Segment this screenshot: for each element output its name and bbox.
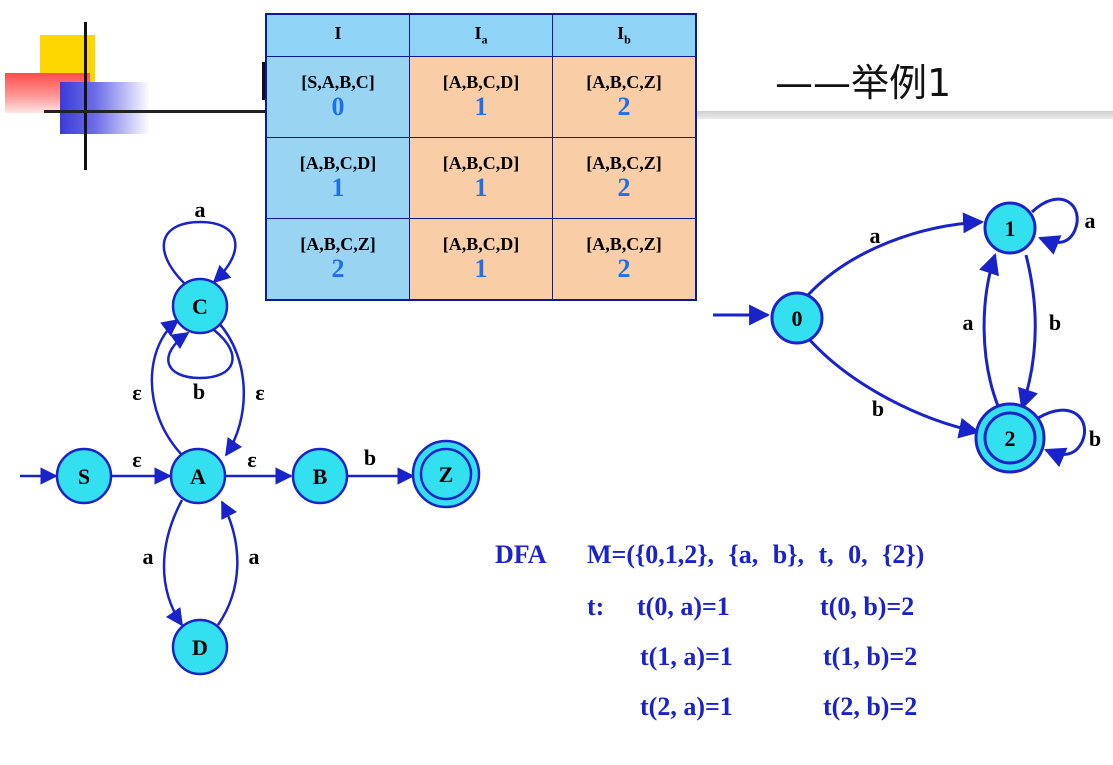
title-left-bar (262, 62, 265, 100)
dfa-label-0-1: a (870, 223, 881, 248)
dfa-node-2-label: 2 (1005, 426, 1016, 451)
table-cell: [A,B,C,D]1 (409, 218, 553, 301)
nfa-node-z-label: Z (439, 462, 454, 487)
header-ib: Ib (552, 13, 697, 57)
transition-1-a: t(1, a)=1 (640, 642, 733, 671)
table-cell: [S,A,B,C]0 (265, 56, 410, 138)
nfa-node-c-label: C (192, 294, 208, 319)
dfa-edge-1-2 (1018, 254, 1038, 410)
nfa-diagram (20, 220, 415, 627)
dfa-node-0-label: 0 (792, 306, 803, 331)
transition-2-a: t(2, a)=1 (640, 692, 733, 721)
nfa-loop-c-top (162, 220, 237, 286)
nfa-node-d-label: D (192, 635, 208, 660)
dfa-label-loop-1: a (1085, 208, 1096, 233)
dfa-node-0-circle (770, 291, 824, 345)
dfa-node-1-circle (983, 201, 1037, 255)
nfa-loop-c-bottom (167, 329, 234, 380)
nfa-node-labels: S A B C D Z (78, 294, 453, 660)
title-underline (697, 111, 1113, 119)
table-cell: [A,B,C,D]1 (409, 137, 553, 219)
transition-1-b: t(1, b)=2 (823, 642, 918, 671)
nfa-node-d-circle (171, 618, 229, 676)
nfa-node-b-label: B (313, 464, 328, 489)
dfa-edge-labels: a b b a a b (870, 208, 1102, 451)
header-i: I (265, 13, 410, 57)
nfa-node-b-circle (291, 447, 349, 505)
nfa-node-s-label: S (78, 464, 90, 489)
nfa-label-a-d: a (143, 544, 154, 569)
dfa-node-1-label: 1 (1005, 216, 1016, 241)
nfa-edge-c-a (217, 321, 246, 457)
nfa-nodes (55, 277, 481, 676)
nfa-edge-a-c (150, 318, 183, 456)
dfa-node-2-inner (983, 411, 1037, 465)
nfa-label-c-loop-bottom: b (193, 379, 205, 404)
table-cell: [A,B,C,D]1 (409, 56, 553, 138)
table-cell: [A,B,C,Z]2 (552, 137, 697, 219)
ornament-blue-gradient (60, 82, 150, 134)
nfa-label-a-c: ε (132, 380, 141, 405)
slide-title: ——举例1 (775, 61, 952, 105)
nfa-label-c-loop-top: a (195, 197, 206, 222)
nfa-node-z-inner (419, 447, 473, 501)
nfa-label-b-z: b (364, 445, 376, 470)
table-row: [S,A,B,C]0 [A,B,C,D]1 [A,B,C,Z]2 (265, 56, 697, 138)
table-cell: [A,B,C,D]1 (265, 137, 410, 219)
transition-0-a: t(0, a)=1 (637, 592, 730, 621)
ornament-horizontal-line (44, 110, 266, 113)
dfa-label-2-1: a (963, 310, 974, 335)
nfa-node-a-circle (169, 447, 227, 505)
table-row: [A,B,C,Z]2 [A,B,C,D]1 [A,B,C,Z]2 (265, 218, 697, 301)
dfa-diagram (713, 197, 1087, 468)
table-cell: [A,B,C,Z]2 (552, 218, 697, 301)
table-cell: [A,B,C,Z]2 (265, 218, 410, 301)
nfa-label-c-a: ε (255, 380, 264, 405)
nfa-edge-d-a (216, 500, 239, 626)
dfa-label-loop-2: b (1089, 426, 1101, 451)
dfa-label-0-2: b (872, 396, 884, 421)
dfa-edge-0-2 (806, 336, 981, 439)
nfa-label-s-a: ε (132, 447, 141, 472)
nfa-edge-labels: ε ε b ε ε a b a a (132, 197, 376, 569)
nfa-node-c-circle (171, 277, 229, 335)
nfa-node-a-label: A (190, 464, 206, 489)
nfa-label-a-b: ε (247, 447, 256, 472)
transition-0-b: t(0, b)=2 (820, 592, 915, 621)
subset-table: I Ia Ib [S,A,B,C]0 [A,B,C,D]1 [A,B,C,Z]2… (265, 13, 697, 301)
transition-2-b: t(2, b)=2 (823, 692, 918, 721)
nfa-label-d-a: a (249, 544, 260, 569)
dfa-node-labels: 0 1 2 (792, 216, 1016, 451)
dfa-edge-0-1 (806, 212, 985, 297)
ornament-vertical-line (84, 22, 87, 170)
table-row: [A,B,C,D]1 [A,B,C,D]1 [A,B,C,Z]2 (265, 137, 697, 219)
dfa-edge-2-1 (979, 253, 1000, 407)
table-cell: [A,B,C,Z]2 (552, 56, 697, 138)
nfa-edge-a-d (162, 499, 184, 627)
table-header-row: I Ia Ib (265, 13, 697, 57)
dfa-definition-tuple: M=({0,1,2}, {a, b}, t, 0, {2}) (587, 540, 925, 569)
dfa-loop-2 (1037, 408, 1087, 468)
dfa-nodes (770, 201, 1046, 474)
transition-label: t: (587, 592, 605, 621)
dfa-loop-1 (1030, 197, 1079, 255)
dfa-definition-prefix: DFA (495, 540, 547, 569)
nfa-node-s-circle (55, 447, 113, 505)
dfa-label-1-2: b (1049, 310, 1061, 335)
